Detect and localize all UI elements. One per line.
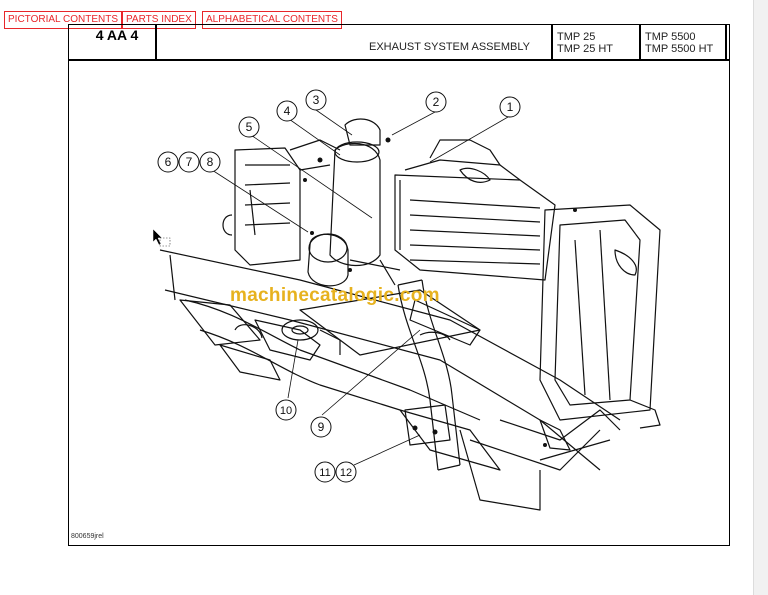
header-bottom-rule [69, 59, 729, 61]
header-divider [155, 25, 157, 61]
callout-label: 4 [284, 104, 291, 118]
model-name: TMP 5500 HT [645, 43, 714, 55]
callout-label: 10 [280, 405, 292, 417]
callout-11 [314, 461, 336, 483]
drawing-frame: 4 AA 4 EXHAUST SYSTEM ASSEMBLY TMP 25 TM… [68, 24, 730, 546]
watermark: machinecatalogic.com [230, 285, 440, 306]
callout-5 [238, 116, 260, 138]
callout-label: 5 [246, 120, 253, 134]
callout-10 [275, 399, 297, 421]
callout-6 [157, 151, 179, 173]
model-name: TMP 5500 [645, 31, 696, 43]
callout-label: 7 [186, 155, 193, 169]
callout-label: 6 [165, 155, 172, 169]
callout-9 [310, 416, 332, 438]
callout-7 [178, 151, 200, 173]
model-name: TMP 25 HT [557, 43, 614, 55]
callout-4 [276, 100, 298, 122]
callout-label: 8 [207, 155, 214, 169]
model-list-right: TMP 5500 TMP 5500 HT [645, 31, 713, 55]
callout-label: 1 [507, 100, 514, 114]
callout-2 [425, 91, 447, 113]
callout-label: 3 [313, 93, 320, 107]
page-reference-code: 4 AA 4 [95, 27, 139, 43]
header-divider [725, 25, 727, 61]
callout-label: 11 [319, 467, 330, 479]
header-divider [639, 25, 641, 61]
drawing-code: 800659jrel [71, 533, 104, 540]
callout-label: 12 [340, 467, 352, 479]
callout-3 [305, 89, 327, 111]
model-name: TMP 25 [557, 31, 596, 43]
callout-8 [199, 151, 221, 173]
vertical-scrollbar[interactable] [753, 0, 768, 595]
callout-1 [499, 96, 521, 118]
page-title: EXHAUST SYSTEM ASSEMBLY [369, 41, 530, 53]
model-list-left: TMP 25 TMP 25 HT [557, 31, 613, 55]
header-divider [551, 25, 553, 61]
callout-12 [335, 461, 357, 483]
callout-label: 2 [433, 95, 440, 109]
callout-label: 9 [318, 420, 325, 434]
